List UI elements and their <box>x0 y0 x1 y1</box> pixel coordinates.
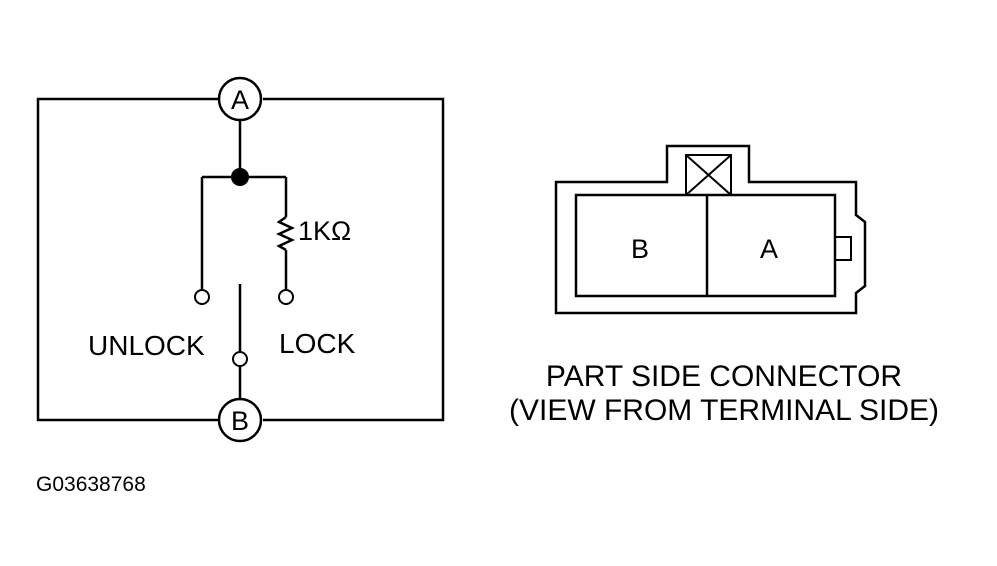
lock-contact <box>278 289 294 305</box>
terminal-a-label: A <box>231 85 249 115</box>
connector-caption-line2: (VIEW FROM TERMINAL SIDE) <box>509 394 939 427</box>
pin-b-label: B <box>631 234 649 264</box>
unlock-label: UNLOCK <box>88 330 205 361</box>
resistor-symbol <box>276 215 295 252</box>
common-contact <box>232 351 248 367</box>
latch-x-2 <box>685 154 732 196</box>
terminal-b-circle <box>217 397 263 443</box>
connector-cavity <box>574 193 837 298</box>
connector-caption-line1: PART SIDE CONNECTOR <box>546 360 902 393</box>
outer-loop-wire <box>36 97 445 422</box>
figure-id: G03638768 <box>36 473 146 496</box>
unlock-contact <box>194 289 210 305</box>
terminal-a-circle <box>217 76 263 122</box>
part-side-connector: B A PART SIDE CONNECTOR (VIEW FROM TERMI… <box>509 144 939 427</box>
connector-housing <box>554 144 867 315</box>
pin-a-label: A <box>760 234 778 264</box>
switch-schematic: A B 1KΩ UNLOCK LOCK <box>36 76 445 443</box>
terminal-b-label: B <box>231 406 249 436</box>
resistor-value-label: 1KΩ <box>298 216 351 246</box>
lock-label: LOCK <box>279 328 356 359</box>
side-key <box>834 236 852 261</box>
